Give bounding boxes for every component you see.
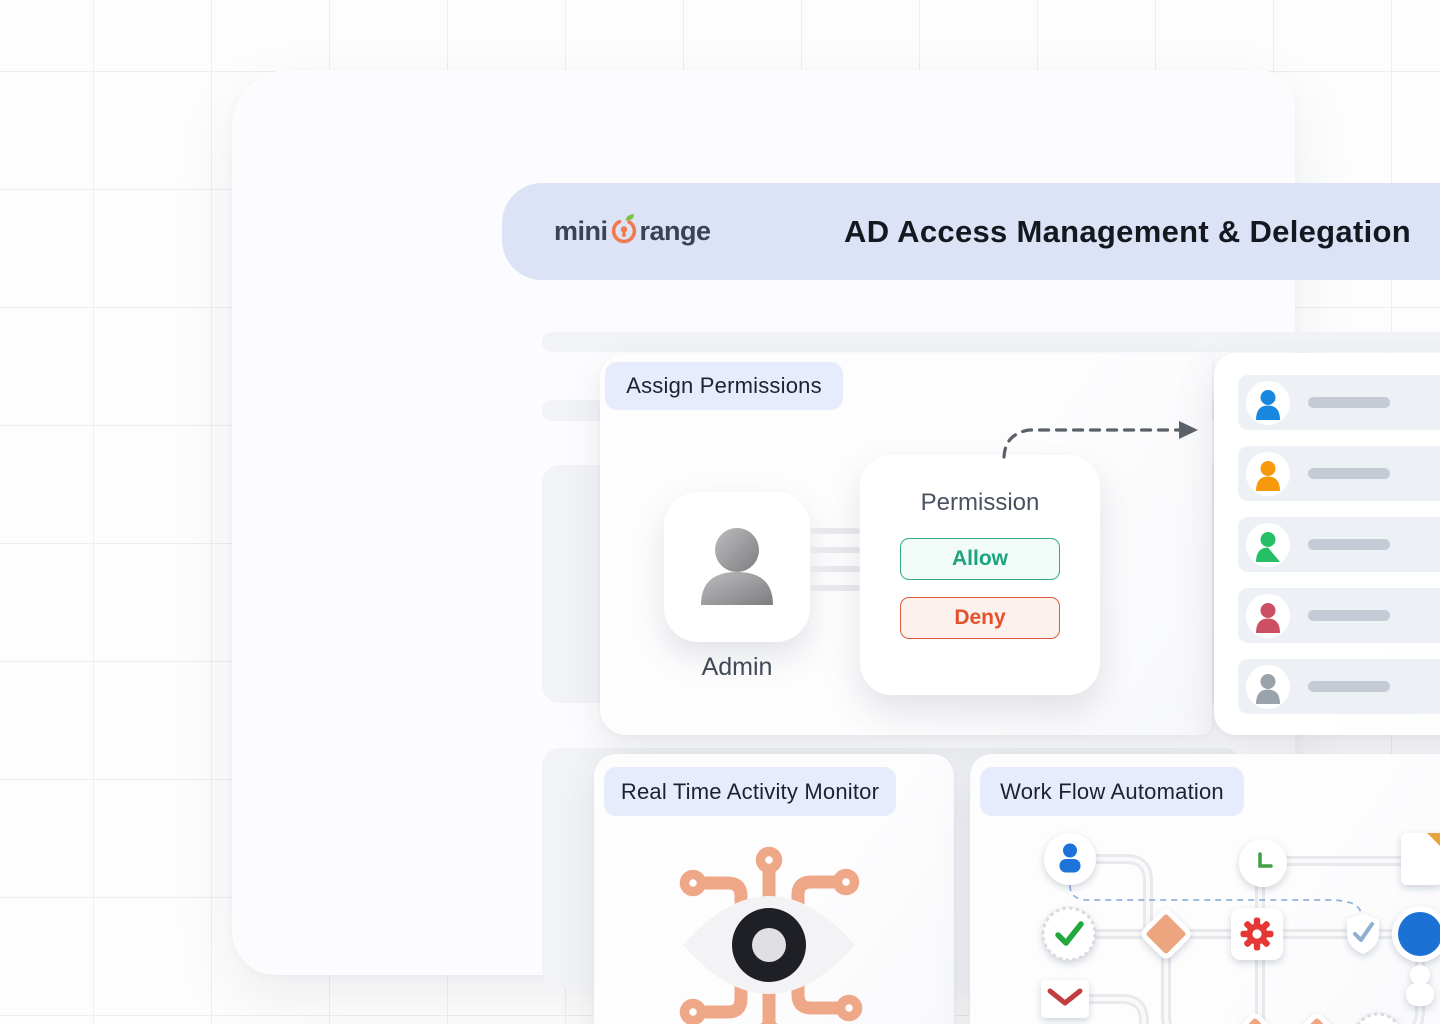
workflow-automation-card: Work Flow Automation xyxy=(970,754,1440,1024)
user-icon xyxy=(1256,673,1280,704)
user-row-main xyxy=(1238,659,1440,714)
user-icon xyxy=(1044,833,1096,885)
decision-diamond-icon xyxy=(1230,1013,1280,1024)
user-list-row[interactable] xyxy=(1238,375,1440,430)
admin-label: Admin xyxy=(701,653,773,681)
user-icon xyxy=(1256,460,1280,491)
header-bar: mini range AD Access Management & Delega… xyxy=(502,183,1440,280)
workflow-illustration xyxy=(1041,833,1440,1024)
mail-icon xyxy=(1041,980,1089,1018)
user-list-row[interactable] xyxy=(1238,446,1440,501)
connector-line xyxy=(810,528,860,534)
shield-check-icon xyxy=(1347,914,1379,954)
logo-text-suffix: range xyxy=(639,216,712,246)
connector-line xyxy=(810,547,860,553)
dashed-flow-line xyxy=(1069,884,1362,923)
name-placeholder xyxy=(1308,468,1390,479)
page-title: AD Access Management & Delegation xyxy=(844,213,1411,249)
decision-diamond-icon xyxy=(1141,909,1191,959)
user-list-row[interactable] xyxy=(1238,588,1440,643)
name-placeholder xyxy=(1308,681,1390,692)
assign-permissions-card: Assign Permissions Admin Permis xyxy=(600,353,1212,735)
avatar xyxy=(1246,451,1290,496)
gear-icon xyxy=(1231,908,1283,960)
deny-button[interactable]: Deny xyxy=(900,597,1060,639)
user-row-main xyxy=(1238,446,1440,501)
miniorange-logo: mini range xyxy=(554,183,711,280)
user-icon xyxy=(1256,389,1280,420)
logo-text-prefix: mini xyxy=(554,216,608,246)
user-list-row[interactable] xyxy=(1238,659,1440,714)
decision-diamond-icon xyxy=(1292,1013,1342,1024)
user-outline-icon xyxy=(1406,965,1434,1006)
approved-seal-icon xyxy=(1041,906,1097,962)
avatar xyxy=(1246,593,1290,638)
user-row-main xyxy=(1238,517,1440,572)
admin-user-icon xyxy=(701,528,773,605)
permission-title: Permission xyxy=(920,489,1040,516)
allow-button[interactable]: Allow xyxy=(900,538,1060,580)
admin-avatar-box xyxy=(664,492,810,642)
permission-box: Permission Allow Deny xyxy=(860,455,1100,695)
orange-keyhole-icon xyxy=(611,213,636,243)
app-window: mini range AD Access Management & Delega… xyxy=(232,70,1440,1024)
avatar xyxy=(1246,664,1290,709)
avatar xyxy=(1246,380,1290,425)
name-placeholder xyxy=(1308,397,1390,408)
connector-line xyxy=(810,566,860,572)
network-eye-icon xyxy=(679,846,863,1024)
assign-permissions-label: Assign Permissions xyxy=(605,362,843,410)
user-row-main xyxy=(1238,375,1440,430)
user-list-panel xyxy=(1214,353,1440,735)
user-icon xyxy=(1256,531,1280,562)
timer-icon xyxy=(1239,839,1287,887)
avatar xyxy=(1246,522,1290,567)
user-list-row[interactable] xyxy=(1238,517,1440,572)
name-placeholder xyxy=(1308,610,1390,621)
status-circle-icon xyxy=(1392,906,1440,962)
skeleton-row xyxy=(542,332,1440,352)
assign-arrow xyxy=(1002,421,1198,459)
approved-seal-icon xyxy=(1356,1012,1400,1024)
activity-monitor-card: Real Time Activity Monitor xyxy=(594,754,954,1024)
workflow-automation-label: Work Flow Automation xyxy=(980,767,1244,816)
connector-line xyxy=(810,585,860,591)
document-icon xyxy=(1401,833,1440,885)
user-row-main xyxy=(1238,588,1440,643)
user-icon xyxy=(1256,602,1280,633)
name-placeholder xyxy=(1308,539,1390,550)
activity-monitor-label: Real Time Activity Monitor xyxy=(604,767,896,816)
